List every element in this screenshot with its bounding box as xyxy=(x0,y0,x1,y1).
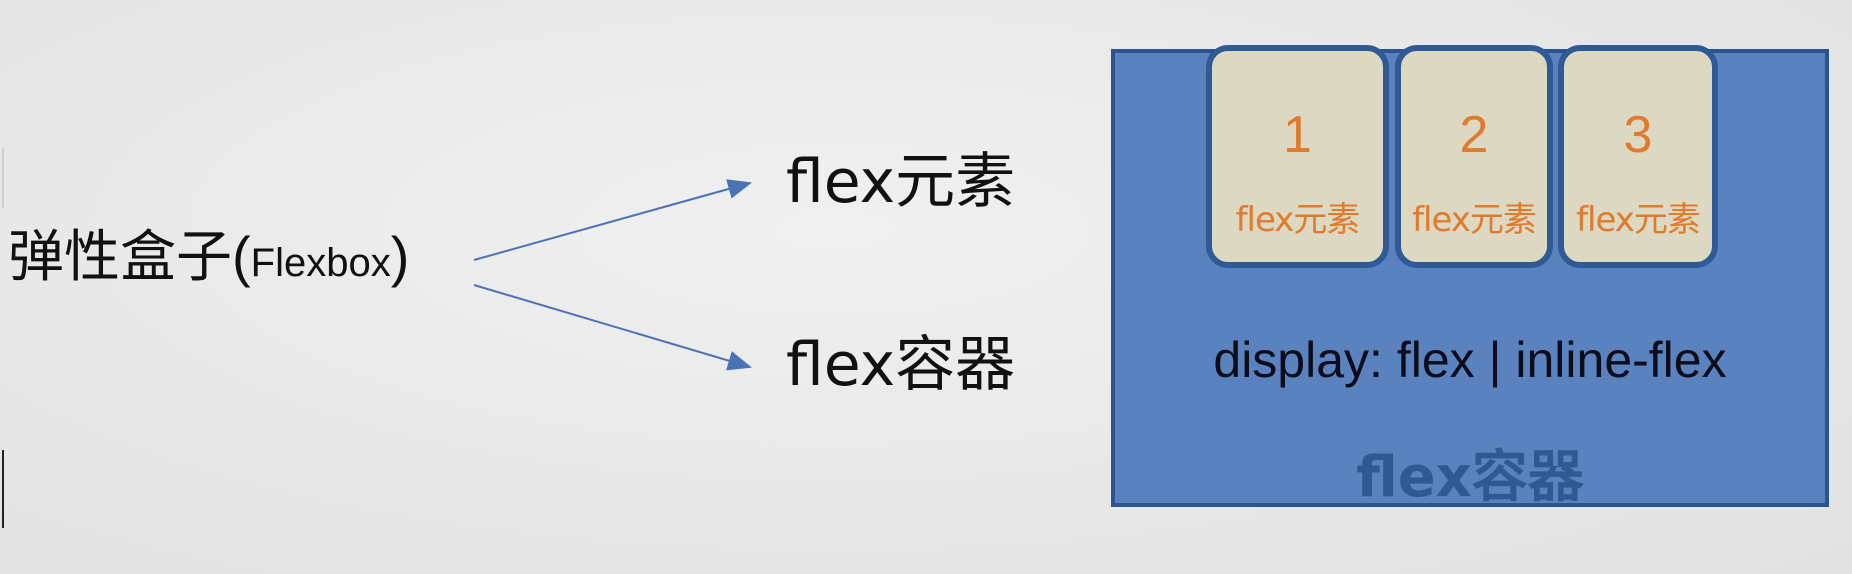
edge-marker-top xyxy=(2,148,4,208)
flexbox-label: 弹性盒子(Flexbox) xyxy=(8,222,409,298)
flexbox-label-close-paren: ) xyxy=(390,225,410,288)
flex-item-number: 1 xyxy=(1283,106,1312,164)
flexbox-label-open-paren: ( xyxy=(232,225,251,288)
branch-label-flex-container: flex容器 xyxy=(786,330,1016,400)
flex-item-number: 3 xyxy=(1623,106,1653,164)
text-cursor xyxy=(2,450,4,528)
arrow-to-flex-item xyxy=(473,179,752,261)
flexbox-label-main: 弹性盒子 xyxy=(8,225,232,290)
flex-item-caption: flex元素 xyxy=(1412,200,1537,240)
flex-item-caption: flex元素 xyxy=(1576,200,1701,240)
arrow-to-flex-container xyxy=(473,284,752,371)
flex-item-1: 1 flex元素 xyxy=(1206,45,1389,268)
flex-item-2: 2 flex元素 xyxy=(1395,45,1553,268)
flexbox-label-sub: Flexbox xyxy=(250,241,391,285)
flex-item-caption: flex元素 xyxy=(1235,200,1361,240)
branch-label-flex-item: flex元素 xyxy=(786,147,1016,217)
flex-item-3: 3 flex元素 xyxy=(1558,45,1718,268)
flex-item-number: 2 xyxy=(1459,106,1489,164)
flex-container-label: flex容器 xyxy=(1356,445,1584,510)
display-property-text: display: flex | inline-flex xyxy=(1213,332,1727,388)
